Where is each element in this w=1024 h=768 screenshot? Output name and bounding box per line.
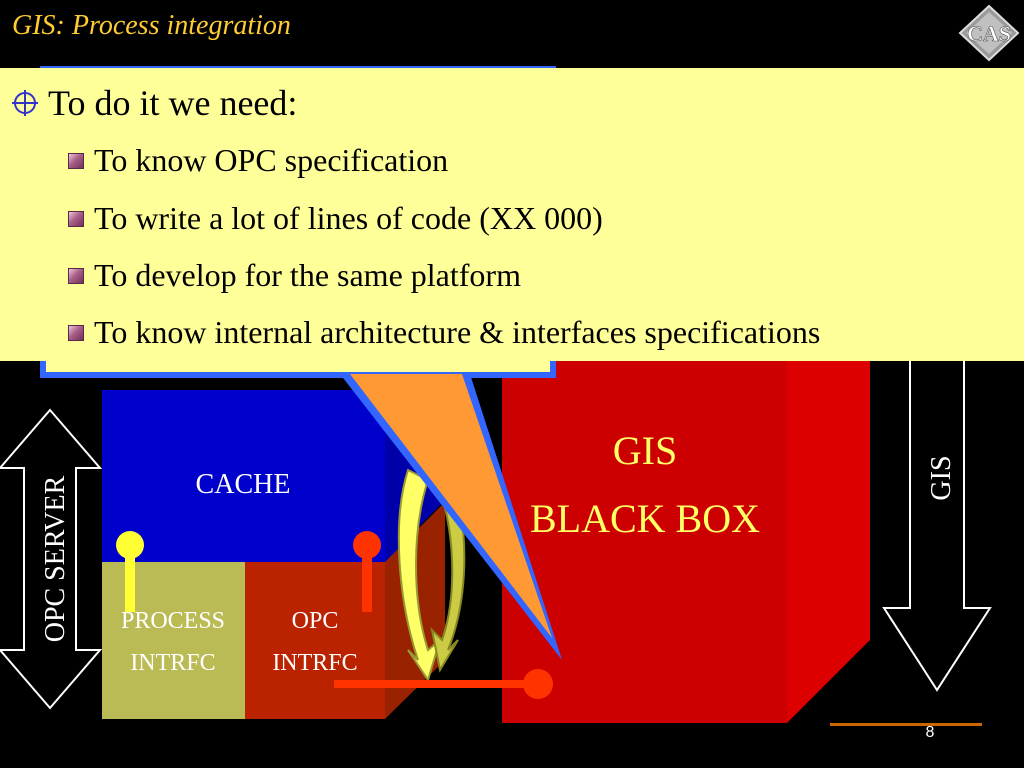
slide-title: GIS: Process integration — [12, 10, 291, 41]
opc-server-label: OPC SERVER — [40, 475, 71, 642]
square-bullet-icon — [68, 267, 84, 284]
callout-item-text: To know OPC specification — [94, 142, 449, 178]
square-bullet-icon — [68, 324, 84, 341]
callout-item-text: To develop for the same platform — [94, 257, 521, 293]
opc-interface-label-1: OPC — [292, 608, 339, 634]
gis-box-label-2: BLACK BOX — [530, 496, 760, 541]
square-bullet-icon — [68, 210, 84, 227]
cas-logo: CAS — [958, 4, 1020, 62]
callout-pointer-fill — [350, 374, 552, 638]
cycle-arrow-icon — [397, 468, 442, 683]
gis-down-arrow — [882, 339, 992, 692]
callout-item: To know OPC specification — [68, 142, 448, 179]
process-interface-block — [102, 562, 245, 719]
gis-black-box — [502, 330, 787, 723]
callout-heading-row: To do it we need: — [10, 82, 297, 124]
callout-item: To write a lot of lines of code (XX 000) — [68, 200, 603, 237]
square-bullet-icon — [68, 152, 84, 169]
callout-item: To develop for the same platform — [68, 257, 521, 294]
page-number: 8 — [925, 724, 935, 741]
callout-pointer — [340, 374, 562, 660]
callout-item-text: To know internal architecture & interfac… — [94, 314, 821, 350]
callout-item: To know internal architecture & interfac… — [68, 314, 820, 351]
cycle-arrow-return-icon — [430, 478, 466, 673]
process-interface-label-2: INTRFC — [130, 650, 215, 676]
process-interface-label-1: PROCESS — [121, 608, 225, 634]
gis-arrow-label: GIS — [926, 455, 957, 500]
logo-text: CAS — [967, 21, 1011, 46]
footer-line — [830, 723, 982, 726]
callout-item-text: To write a lot of lines of code (XX 000) — [94, 200, 603, 236]
opc-server-double-arrow — [0, 408, 103, 710]
opc-connector-head — [353, 531, 381, 559]
process-connector-head — [116, 531, 144, 559]
cache-label: CACHE — [196, 469, 291, 500]
opc-interface-label-2: INTRFC — [272, 650, 357, 676]
callout-heading: To do it we need: — [48, 83, 298, 123]
crosshair-bullet-icon — [12, 90, 38, 116]
callout-box — [0, 68, 1024, 361]
gis-black-box-side — [787, 330, 870, 723]
cache-block — [102, 390, 402, 562]
gis-box-label-1: GIS — [613, 428, 677, 473]
gis-connector-head — [523, 669, 553, 699]
opc-interface-block — [245, 562, 385, 719]
